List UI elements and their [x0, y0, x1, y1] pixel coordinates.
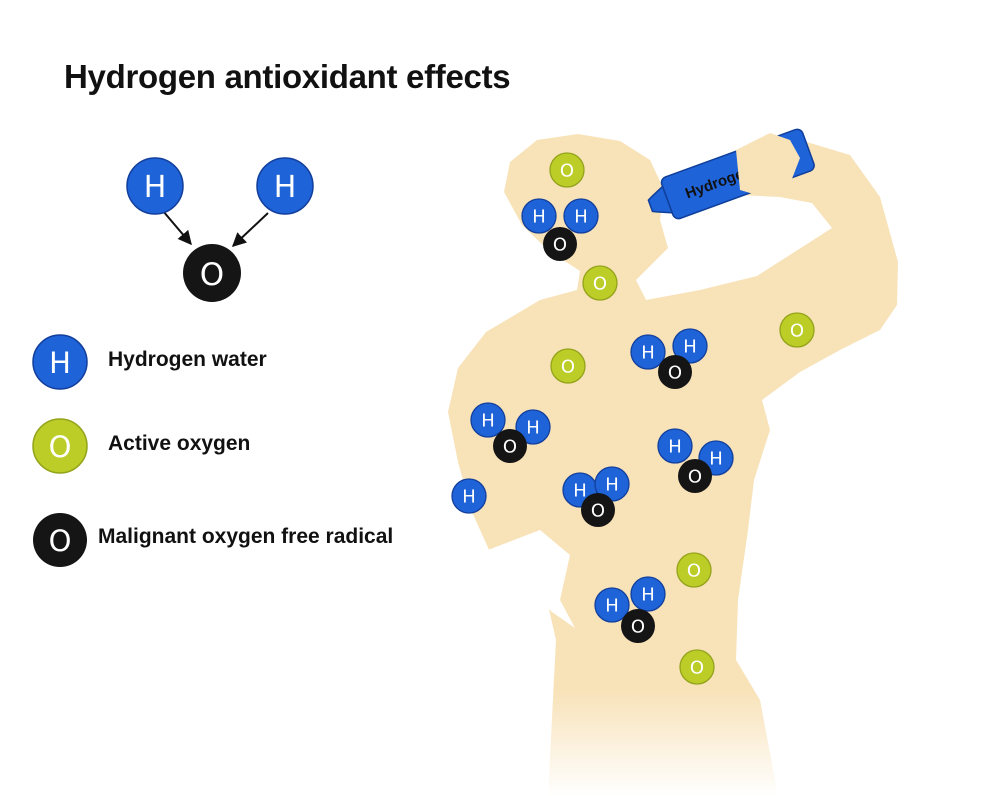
legend-radical-symbol: O [49, 524, 72, 558]
h2o-cluster-6-radical-symbol: O [631, 616, 645, 637]
h2o-cluster-6-hydrogen-b: H [630, 576, 666, 612]
reaction-illustration: H H O [126, 157, 314, 302]
h2o-cluster-1-radical: O [543, 227, 577, 261]
h2o-cluster-4-hydrogen-a: H [657, 428, 693, 464]
h2o-cluster-2-hydrogen-a: H [630, 334, 666, 370]
active-oxygen-5: O [676, 552, 712, 588]
h2o-cluster-5-radical-symbol: O [591, 500, 605, 521]
h2o-cluster-2-hydrogen-b-symbol: H [683, 336, 697, 357]
arm-gap [488, 530, 575, 628]
active-oxygen-1: O [549, 152, 585, 188]
reaction-hydrogen-atom-left: H [126, 157, 184, 215]
h2o-cluster-3-hydrogen-a-symbol: H [481, 410, 495, 431]
h2o-cluster-4-hydrogen-b-symbol: H [709, 448, 723, 469]
h2o-cluster-6-hydrogen-a: H [594, 587, 630, 623]
human-body-silhouette [448, 134, 898, 796]
lone-hydrogen-atom: H [451, 478, 487, 514]
reaction-hydrogen-right-symbol: H [274, 170, 297, 205]
h2o-cluster-4-radical: O [678, 459, 712, 493]
page-title: Hydrogen antioxidant effects [64, 58, 511, 95]
legend-hydrogen-label: Hydrogen water [108, 348, 267, 371]
h2o-cluster-6-hydrogen-b-symbol: H [641, 584, 655, 605]
active-oxygen-6: O [679, 649, 715, 685]
h2o-cluster-1-radical-symbol: O [553, 234, 567, 255]
active-oxygen-4-symbol: O [790, 320, 804, 341]
active-oxygen-2-symbol: O [593, 273, 607, 294]
active-oxygen-3: O [550, 348, 586, 384]
h2o-cluster-2-hydrogen-b: H [672, 328, 708, 364]
bottom-fade [520, 690, 820, 796]
h2o-cluster-5-radical: O [581, 493, 615, 527]
h2o-cluster-2-hydrogen-a-symbol: H [641, 342, 655, 363]
h2o-cluster-1-hydrogen-b-symbol: H [574, 206, 588, 227]
legend-radical-icon: O [33, 513, 87, 567]
h2o-cluster-1-hydrogen-b: H [563, 198, 599, 234]
active-oxygen-2: O [582, 265, 618, 301]
legend-hydrogen-symbol: H [49, 346, 71, 380]
h2o-cluster-6-radical: O [621, 609, 655, 643]
h2o-cluster-2-radical: O [658, 355, 692, 389]
h2o-cluster-1-hydrogen-a: H [521, 198, 557, 234]
h2o-cluster-3-radical-symbol: O [503, 436, 517, 457]
reaction-arrow-left [162, 210, 192, 246]
h2o-cluster-3-hydrogen-a: H [470, 402, 506, 438]
h2o-cluster-2-radical-symbol: O [668, 362, 682, 383]
reaction-hydrogen-atom-right: H [256, 157, 314, 215]
h2o-cluster-3-hydrogen-b: H [515, 409, 551, 445]
legend-active-oxygen-icon: O [32, 418, 88, 474]
active-oxygen-3-symbol: O [561, 356, 575, 377]
h2o-cluster-4-hydrogen-a-symbol: H [668, 436, 682, 457]
active-oxygen-4: O [779, 312, 815, 348]
legend-active-oxygen-symbol: O [49, 430, 72, 464]
legend-radical-label: Malignant oxygen free radical [98, 525, 394, 548]
reaction-arrow-right [231, 212, 269, 247]
active-oxygen-5-symbol: O [687, 560, 701, 581]
legend-active-oxygen-label: Active oxygen [108, 432, 251, 455]
lone-hydrogen-atom-symbol: H [462, 486, 476, 507]
legend-hydrogen-icon: H [32, 334, 88, 390]
h2o-cluster-6-hydrogen-a-symbol: H [605, 595, 619, 616]
reaction-hydrogen-left-symbol: H [144, 170, 167, 205]
reaction-oxygen-symbol: O [200, 257, 224, 293]
hand [736, 133, 800, 196]
active-oxygen-1-symbol: O [560, 160, 574, 181]
h2o-cluster-1-hydrogen-a-symbol: H [532, 206, 546, 227]
h2o-cluster-5-hydrogen-a-symbol: H [573, 480, 587, 501]
h2o-cluster-4-radical-symbol: O [688, 466, 702, 487]
reaction-oxygen-radical: O [183, 244, 241, 302]
h2o-cluster-5-hydrogen-b-symbol: H [605, 474, 619, 495]
h2o-cluster-3-radical: O [493, 429, 527, 463]
h2o-cluster-3-hydrogen-b-symbol: H [526, 417, 540, 438]
active-oxygen-6-symbol: O [690, 657, 704, 678]
